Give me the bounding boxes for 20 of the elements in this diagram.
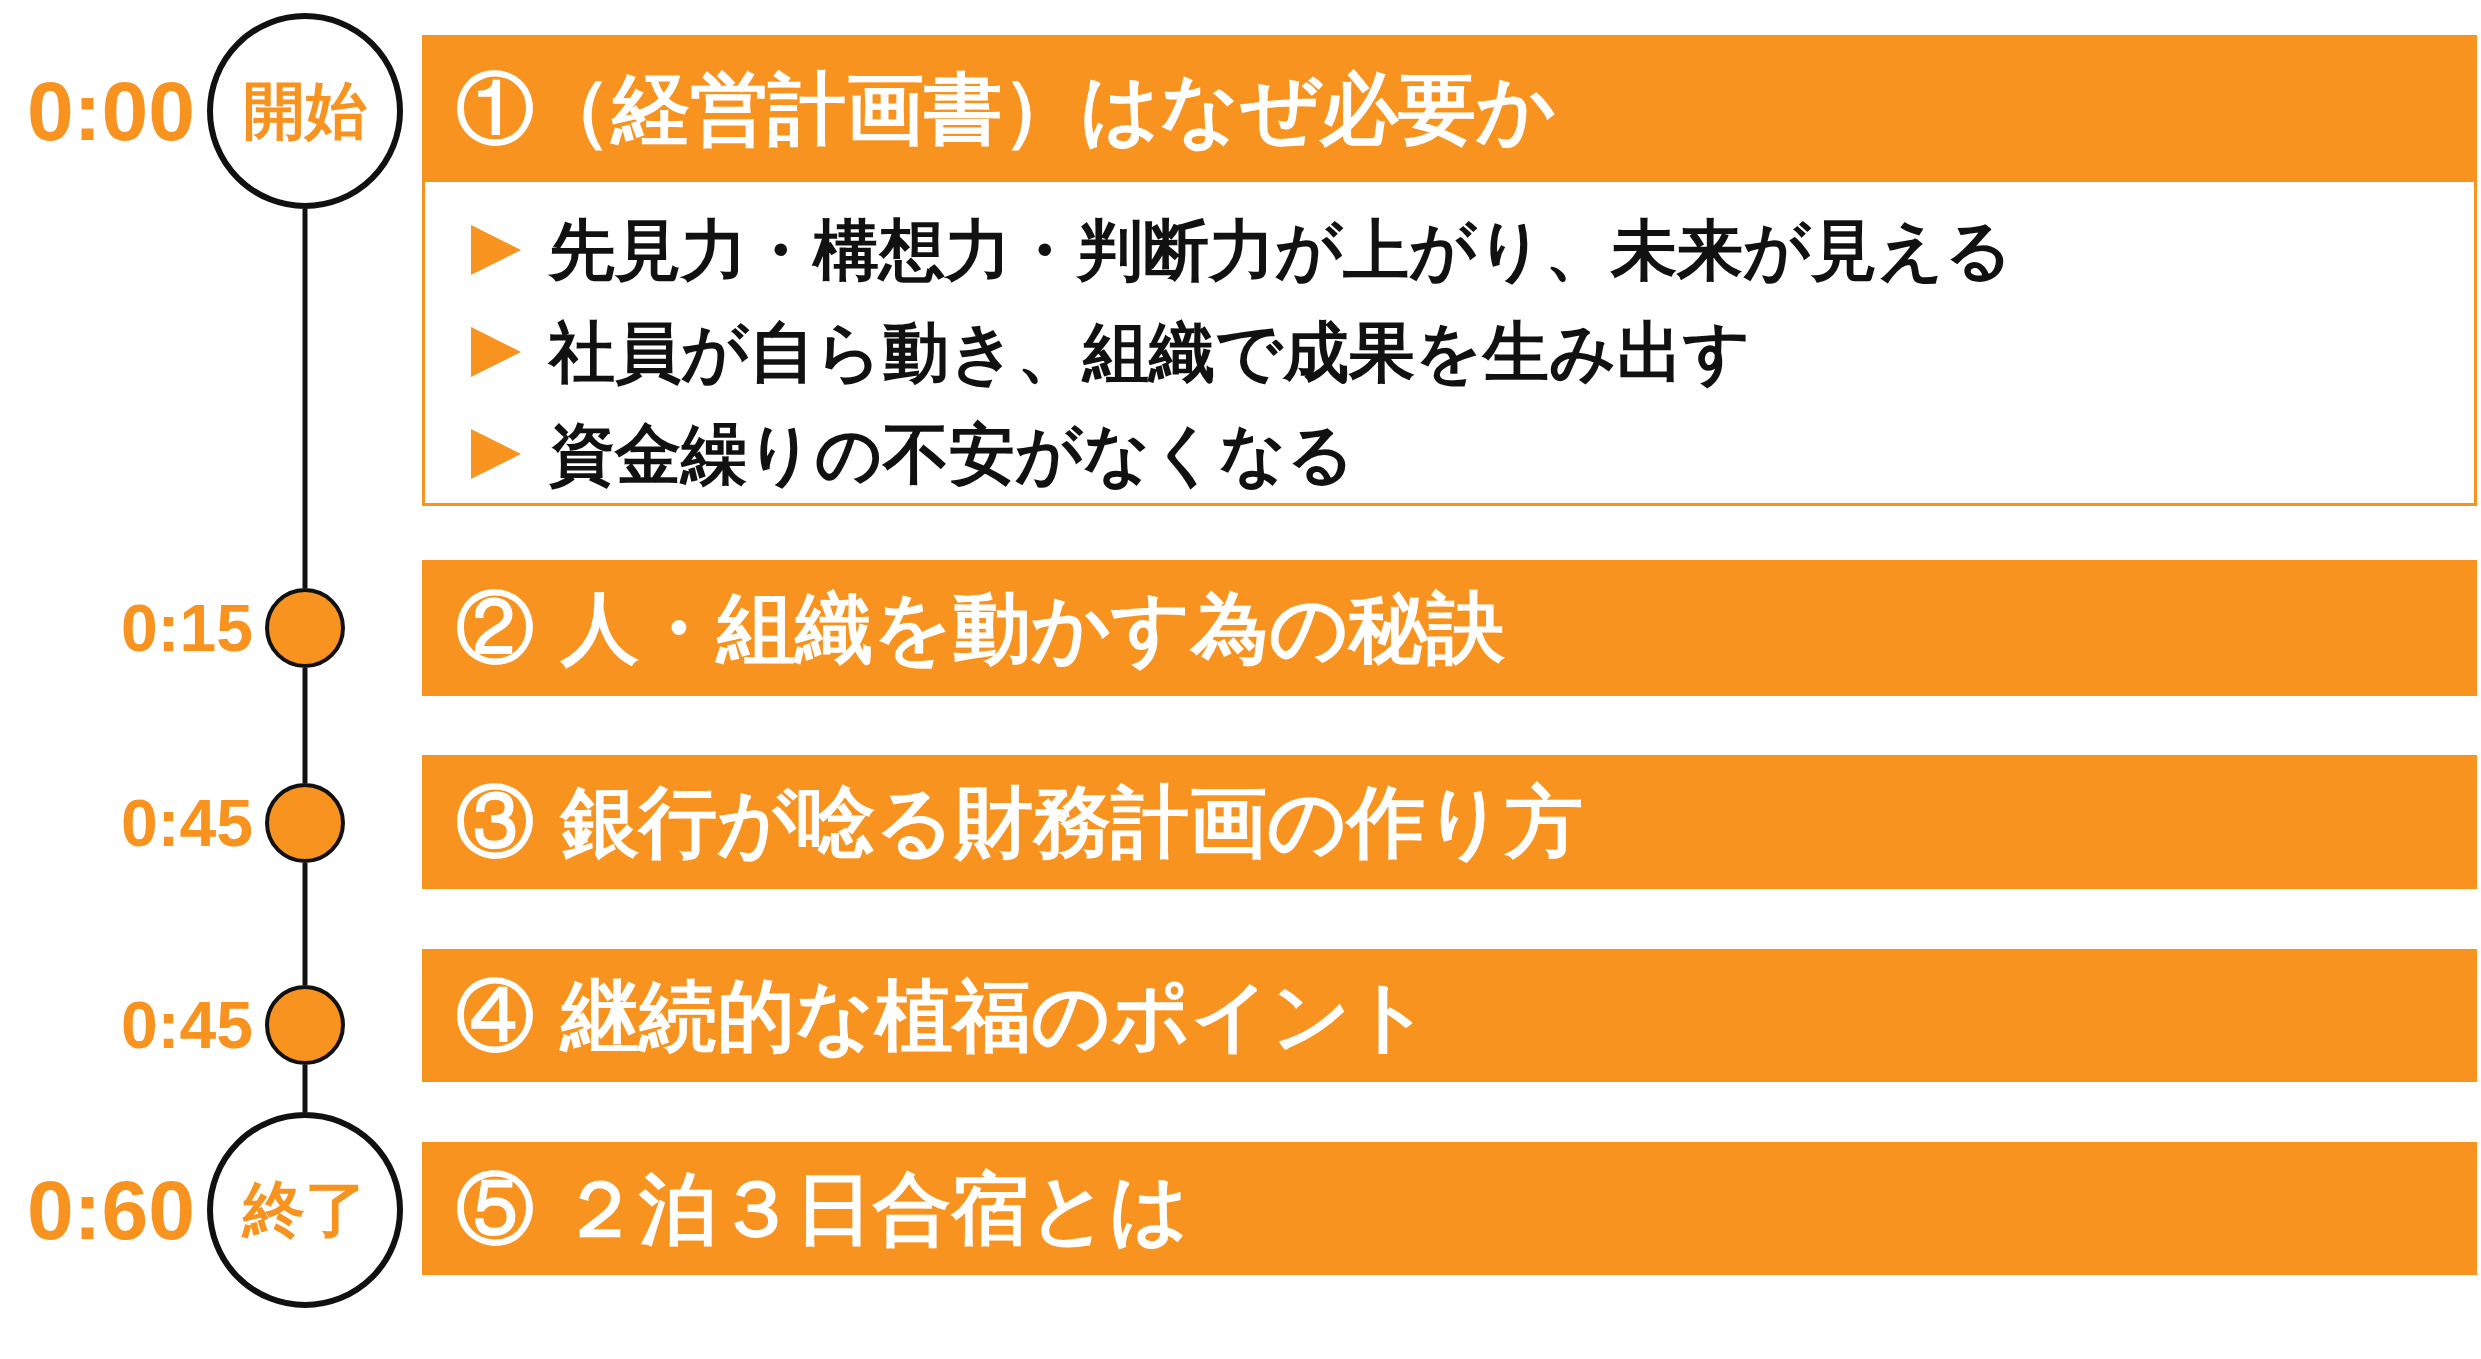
agenda-title: ② 人・組織を動かす為の秘訣: [422, 560, 2477, 696]
timeline-line: [302, 863, 308, 985]
agenda-title: ⑤ ２泊３日合宿とは: [422, 1142, 2477, 1275]
timeline-line: [302, 668, 308, 783]
time-label: 0:00: [26, 63, 195, 160]
agenda-header: ①（経営計画書）はなぜ必要か: [422, 35, 2477, 182]
milestone-circle: 終了: [207, 1112, 403, 1308]
time-label: 0:60: [26, 1162, 195, 1259]
bullet-text: 先見力・構想力・判断力が上がり、未来が見える: [549, 210, 2013, 291]
bullet-text: 資金繰りの不安がなくなる: [549, 414, 1355, 495]
time-label: 0:15: [120, 590, 253, 667]
bullet-text: 社員が自ら動き、組織で成果を生み出す: [549, 312, 1751, 393]
agenda-title: ③ 銀行が唸る財務計画の作り方: [422, 755, 2477, 889]
time-label: 0:45: [120, 785, 253, 862]
agenda-card: [422, 35, 2477, 506]
timeline-line: [302, 1065, 308, 1112]
time-label: 0:45: [120, 987, 253, 1064]
timeline-line: [302, 209, 308, 588]
milestone-circle: 開始: [207, 13, 403, 209]
agenda-title: ④ 継続的な植福のポイント: [422, 949, 2477, 1082]
